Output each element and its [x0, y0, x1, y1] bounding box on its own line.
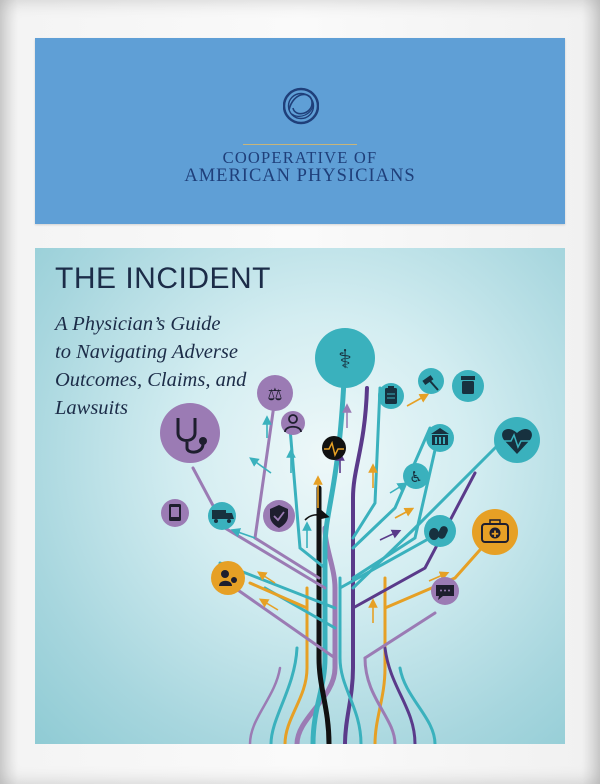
prescription-bottle-icon: [452, 370, 484, 402]
header-band: COOPERATIVE OF AMERICAN PHYSICIANS: [35, 38, 565, 224]
svg-text:✚: ✚: [491, 530, 499, 540]
subtitle-line: Lawsuits: [55, 397, 128, 419]
svg-text:⚕: ⚕: [338, 345, 352, 375]
pills-icon: [424, 515, 456, 547]
subtitle-line: to Navigating Adverse: [55, 341, 238, 363]
cover-illustration-panel: ⚕ ⚖: [35, 248, 565, 744]
clipboard-icon: [378, 383, 404, 409]
subtitle-line: A Physician’s Guide: [55, 313, 221, 335]
heartbeat-icon: [494, 417, 540, 463]
hospital-building-icon: [426, 424, 454, 452]
caduceus-icon: ⚕: [315, 328, 375, 388]
cap-logo-icon: [283, 87, 319, 125]
svg-text:⚖: ⚖: [267, 385, 282, 405]
tablet-icon: [161, 499, 189, 527]
ekg-icon: [322, 436, 346, 460]
gavel-icon: [418, 368, 444, 394]
org-name-line-2: AMERICAN PHYSICIANS: [184, 166, 416, 186]
org-name-line-1: COOPERATIVE OF: [222, 148, 378, 167]
wheelchair-icon: ♿: [403, 463, 429, 489]
svg-text:♿: ♿: [409, 468, 422, 486]
scales-of-justice-icon: ⚖: [257, 375, 293, 411]
chat-bubble-icon: [431, 577, 459, 605]
cover-title: THE INCIDENT: [55, 262, 271, 295]
cover-subtitle: A Physician’s Guide to Navigating Advers…: [55, 310, 246, 422]
patient-icon: [211, 561, 245, 595]
stethoscope-icon: [160, 403, 220, 463]
logo-divider: [243, 144, 357, 145]
shield-icon: [263, 500, 295, 532]
ambulance-icon: [208, 502, 236, 530]
subtitle-line: Outcomes, Claims, and: [55, 369, 247, 391]
doctor-icon: [281, 411, 305, 435]
medical-network-tree: ⚕ ⚖: [160, 328, 540, 744]
first-aid-kit-icon: ✚: [472, 509, 518, 555]
